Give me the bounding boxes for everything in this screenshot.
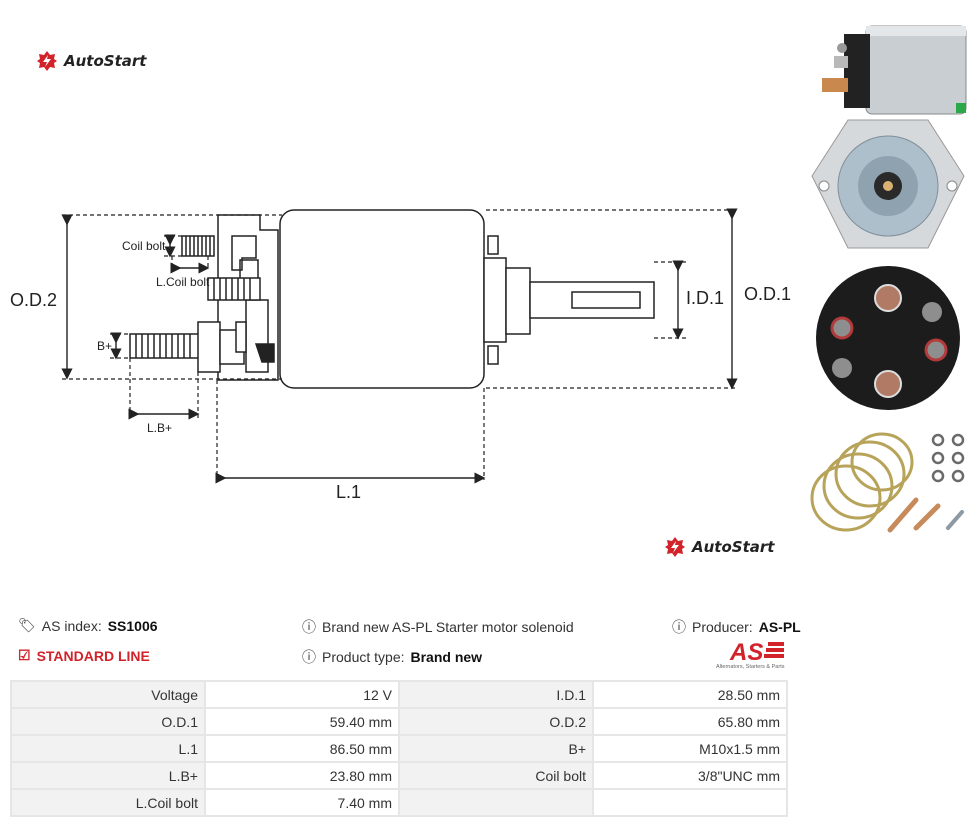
- standard-line: ☑ STANDARD LINE: [18, 647, 150, 664]
- producer-value: AS-PL: [758, 619, 801, 635]
- tag-icon: 🏷: [18, 617, 36, 633]
- spec-label: [398, 788, 594, 817]
- spec-label: O.D.2: [398, 707, 594, 736]
- table-row: Voltage 12 V I.D.1 28.50 mm: [10, 680, 788, 709]
- spec-label: L.Coil bolt: [10, 788, 206, 817]
- as-index-label: AS index:: [41, 617, 102, 634]
- spec-value: 28.50 mm: [592, 680, 788, 709]
- spec-value: 59.40 mm: [204, 707, 400, 736]
- autostart-logo-bottom: AutoStart: [664, 536, 774, 558]
- line-label: STANDARD LINE: [36, 647, 150, 664]
- info-icon: ⓘ: [302, 619, 316, 635]
- label-l1: L.1: [336, 482, 361, 502]
- label-coil-bolt: Coil bolt: [122, 239, 166, 253]
- spec-label: B+: [398, 734, 594, 763]
- spec-label: Coil bolt: [398, 761, 594, 790]
- label-id1: I.D.1: [686, 288, 724, 308]
- info-icon: ⓘ: [672, 619, 686, 635]
- as-index-value: SS1006: [107, 617, 158, 634]
- table-row: L.Coil bolt 7.40 mm: [10, 788, 788, 817]
- plunger: [529, 281, 655, 319]
- autostart-mark-icon: [37, 51, 57, 71]
- label-lb-plus: L.B+: [147, 421, 172, 435]
- spec-label: L.B+: [10, 761, 206, 790]
- specs-table: Voltage 12 V I.D.1 28.50 mm O.D.1 59.40 …: [10, 680, 788, 817]
- photo-solenoid-terminals: [816, 266, 960, 410]
- table-row: L.B+ 23.80 mm Coil bolt 3/8"UNC mm: [10, 761, 788, 790]
- photo-solenoid-side: [822, 25, 967, 115]
- solenoid-body: [279, 209, 485, 389]
- product-type: ⓘ Product type: Brand new: [302, 647, 482, 667]
- label-b-plus: B+: [97, 339, 112, 353]
- label-od1: O.D.1: [744, 284, 791, 304]
- spec-label: L.1: [10, 734, 206, 763]
- svg-text:AS: AS: [729, 639, 763, 666]
- spec-label: O.D.1: [10, 707, 206, 736]
- photo-solenoid-flange: [811, 119, 965, 249]
- as-index: 🏷 AS index: SS1006: [18, 617, 158, 634]
- label-l-coil-bolt: L.Coil bolt: [156, 275, 210, 289]
- description: ⓘ Brand new AS-PL Starter motor solenoid: [302, 617, 574, 637]
- solenoid-diagram: Coil bolt L.Coil bolt O.D.2 B+ L.B+ L.1 …: [10, 208, 791, 502]
- brand-name-top: AutoStart: [64, 52, 147, 70]
- spec-value: 3/8"UNC mm: [592, 761, 788, 790]
- spec-value: 12 V: [204, 680, 400, 709]
- product-type-value: Brand new: [410, 649, 483, 665]
- photo-springs-and-parts: [810, 432, 965, 533]
- as-pl-logo: AS Alternators, Starters & Parts: [716, 639, 785, 670]
- spec-label: Voltage: [10, 680, 206, 709]
- producer-label: Producer:: [692, 619, 753, 635]
- producer: ⓘ Producer: AS-PL: [672, 617, 801, 637]
- info-icon: ⓘ: [302, 649, 316, 665]
- autostart-mark-icon: [665, 537, 685, 557]
- autostart-logo-top: AutoStart: [36, 50, 146, 72]
- checkbox-icon: ☑: [18, 647, 31, 663]
- brand-name-bottom: AutoStart: [692, 538, 775, 556]
- spec-value: 65.80 mm: [592, 707, 788, 736]
- spec-value: 86.50 mm: [204, 734, 400, 763]
- as-pl-tagline: Alternators, Starters & Parts: [716, 664, 785, 670]
- table-row: O.D.1 59.40 mm O.D.2 65.80 mm: [10, 707, 788, 736]
- description-text: Brand new AS-PL Starter motor solenoid: [322, 619, 574, 635]
- spec-value: M10x1.5 mm: [592, 734, 788, 763]
- spec-value: 7.40 mm: [204, 788, 400, 817]
- product-type-label: Product type:: [322, 649, 405, 665]
- spec-value: [592, 788, 788, 817]
- spec-value: 23.80 mm: [204, 761, 400, 790]
- spec-label: I.D.1: [398, 680, 594, 709]
- label-od2: O.D.2: [10, 290, 57, 310]
- table-row: L.1 86.50 mm B+ M10x1.5 mm: [10, 734, 788, 763]
